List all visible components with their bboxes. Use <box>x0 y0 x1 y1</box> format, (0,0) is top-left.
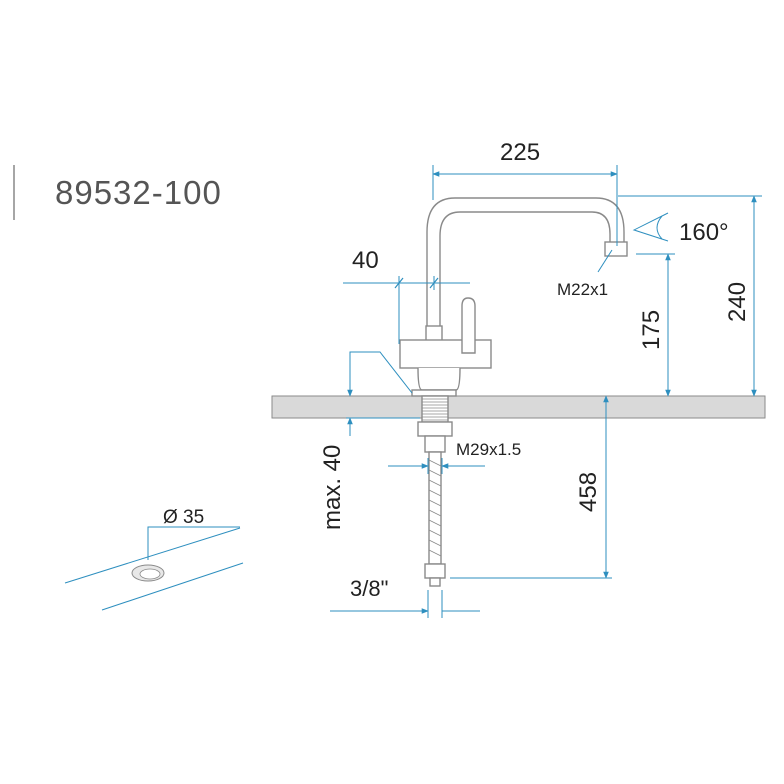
faucet <box>399 197 628 587</box>
label-spout-reach: 225 <box>500 139 540 166</box>
label-hole-diameter: Ø 35 <box>163 507 204 528</box>
product-code: 89532-100 <box>55 174 222 211</box>
countertop <box>271 395 766 419</box>
base-flange <box>411 389 457 397</box>
label-hose-length: 458 <box>575 472 602 512</box>
handle-lever <box>461 297 476 354</box>
mounting-nut <box>417 421 453 437</box>
spout-pipe <box>426 197 625 330</box>
threaded-shank <box>421 395 449 423</box>
label-hose-connection: 3/8" <box>350 576 388 601</box>
hole-inset <box>64 526 244 611</box>
label-mounting-thread: M29x1.5 <box>456 440 521 459</box>
hose-nut <box>424 563 446 579</box>
aerator <box>604 241 628 257</box>
label-base-width: 40 <box>352 247 379 274</box>
label-total-height: 240 <box>724 282 751 322</box>
label-max-thickness: max. 40 <box>319 445 346 530</box>
label-aerator-thread: M22x1 <box>557 280 608 299</box>
dimension-lines <box>330 165 762 618</box>
valve-body <box>399 339 492 369</box>
faucet-base <box>417 367 461 391</box>
label-spout-height: 175 <box>638 310 665 350</box>
label-swivel-angle: 160° <box>679 219 729 246</box>
hose <box>428 451 442 565</box>
hose-fitting <box>424 435 446 453</box>
